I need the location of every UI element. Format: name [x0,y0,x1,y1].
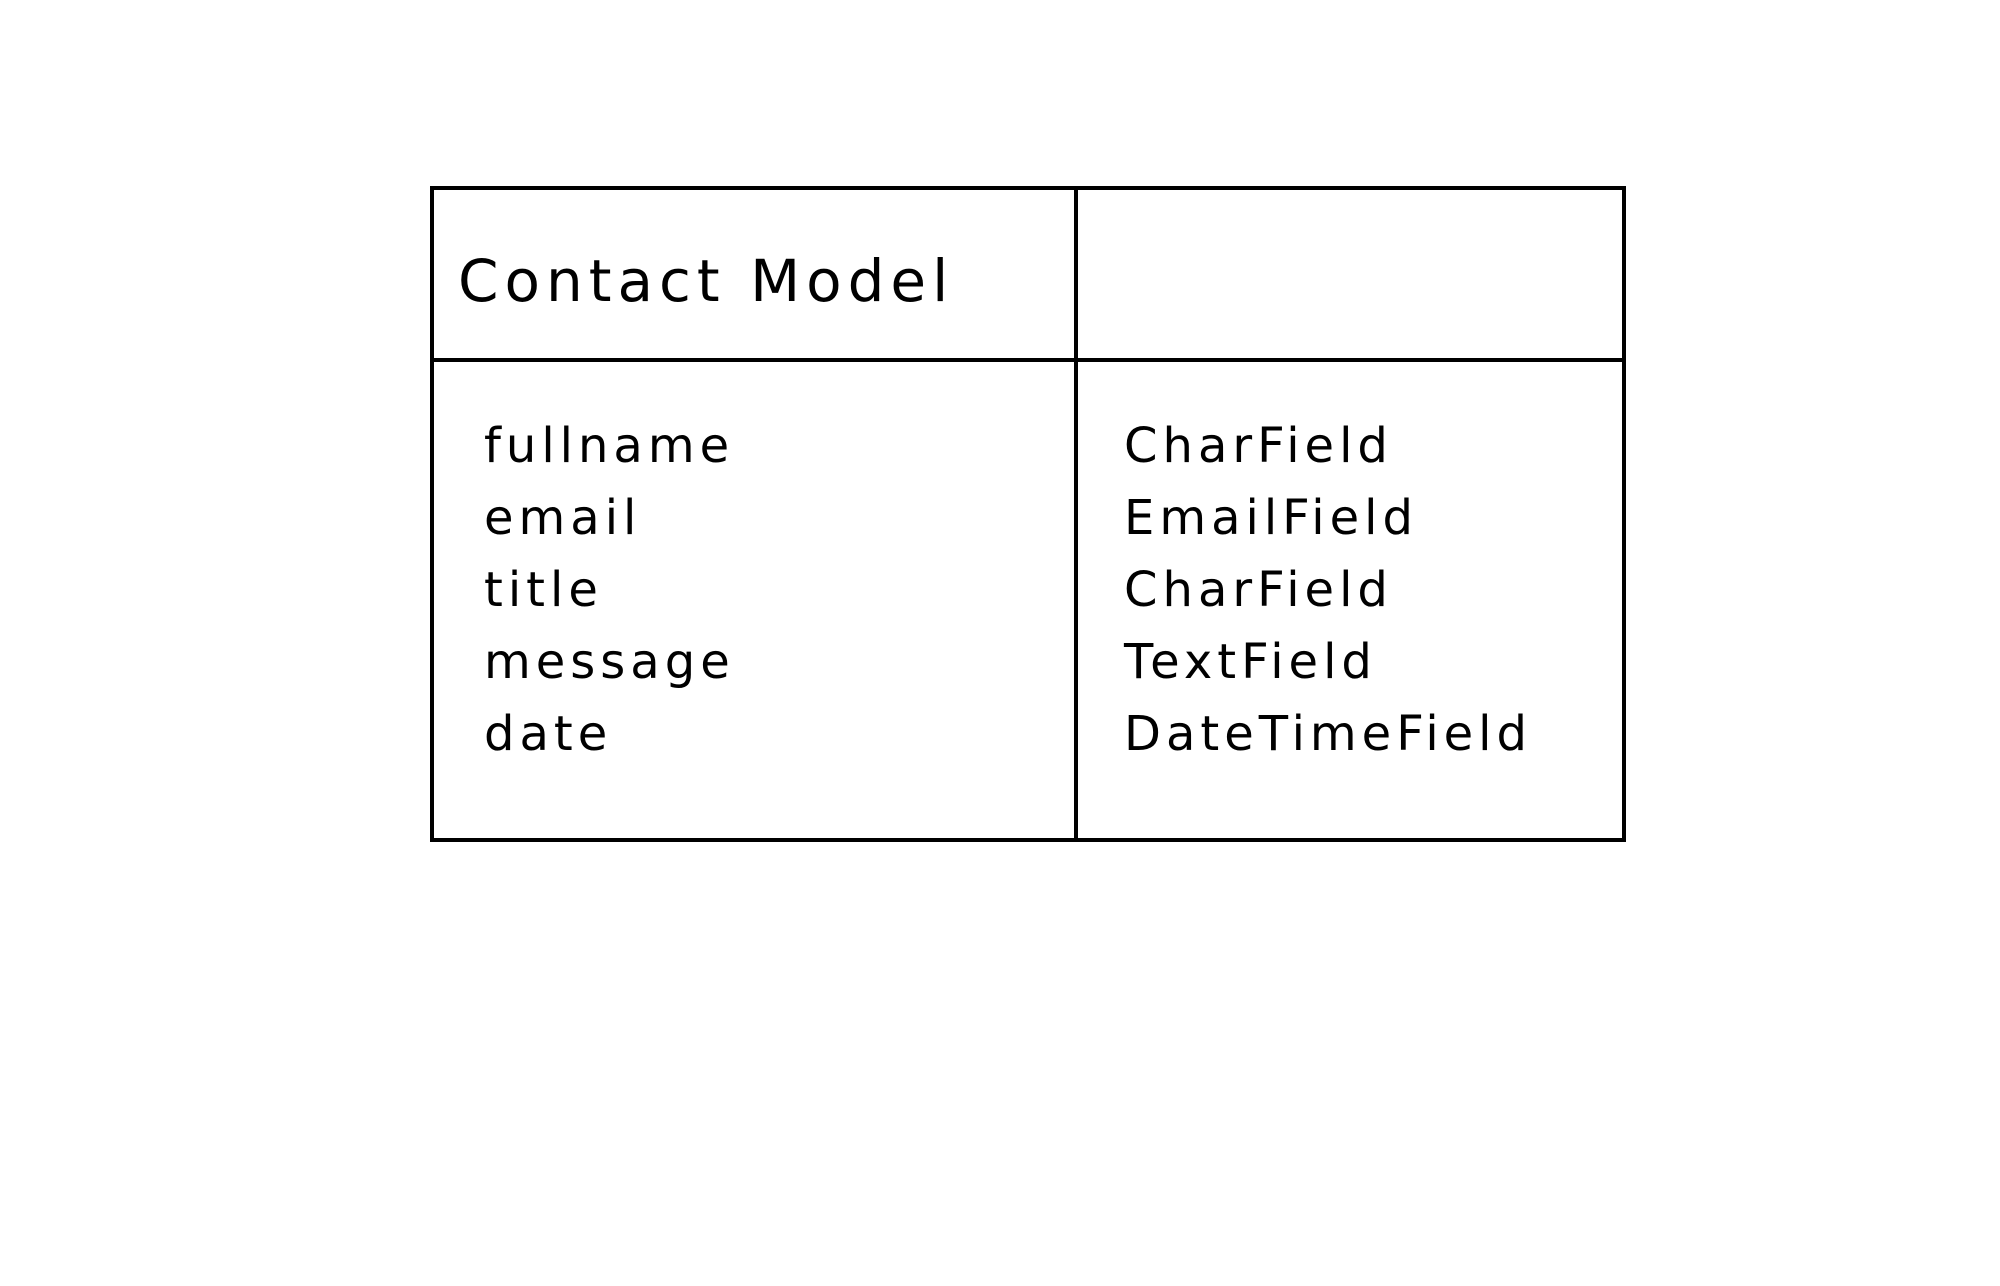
column-divider [1074,190,1078,838]
field-type: CharField [1124,418,1393,474]
field-name: fullname [484,418,735,474]
field-type: EmailField [1124,490,1418,546]
field-name: message [484,634,735,690]
contact-model-table: Contact Model fullname email title messa… [430,186,1626,842]
header-divider [434,358,1622,362]
field-name: date [484,706,613,762]
field-name: title [484,562,603,618]
field-type: TextField [1124,634,1377,690]
field-type: CharField [1124,562,1393,618]
field-name-list: fullname email title message date [484,410,735,770]
field-type-list: CharField EmailField CharField TextField… [1124,410,1532,770]
field-name: email [484,490,642,546]
model-title: Contact Model [458,247,955,315]
field-type: DateTimeField [1124,706,1532,762]
